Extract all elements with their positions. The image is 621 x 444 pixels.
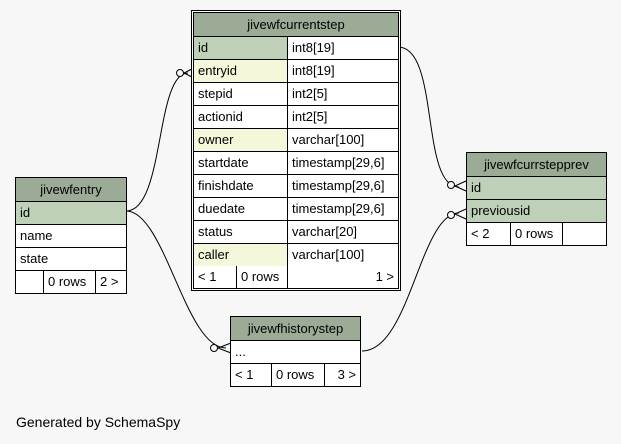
column-name: state bbox=[20, 251, 49, 266]
column-name: finishdate bbox=[194, 175, 288, 197]
table-row: finishdate timestamp[29,6] bbox=[194, 175, 398, 198]
table-footer: 0 rows 2 > bbox=[16, 271, 126, 293]
table-title: jivewfentry bbox=[16, 178, 126, 202]
table-footer: < 1 0 rows 3 > bbox=[231, 364, 360, 386]
column-name: id bbox=[194, 37, 288, 59]
table-footer: < 2 0 rows bbox=[467, 223, 606, 245]
table-jivewfcurrentstep[interactable]: jivewfcurrentstep id int8[19] entryid int8[… bbox=[191, 10, 401, 291]
optional-marker bbox=[176, 69, 184, 77]
table-row: status varchar[20] bbox=[194, 221, 398, 244]
column-type: varchar[100] bbox=[292, 247, 365, 262]
column-name: actionid bbox=[194, 106, 288, 128]
crowfoot-marker bbox=[217, 342, 232, 354]
table-row: previousid bbox=[467, 200, 606, 223]
column-type: timestamp[29,6] bbox=[292, 155, 385, 170]
table-footer: < 1 0 rows 1 > bbox=[194, 266, 398, 288]
row-count: 0 rows bbox=[272, 364, 325, 386]
edge-entry-to-currentstep bbox=[125, 72, 189, 212]
column-name: caller bbox=[194, 244, 288, 266]
column-name: name bbox=[20, 228, 53, 243]
table-row: state bbox=[16, 248, 126, 271]
table-row: id int8[19] bbox=[194, 37, 398, 60]
table-row: id bbox=[16, 202, 126, 225]
column-type: varchar[100] bbox=[292, 132, 365, 147]
table-row: name bbox=[16, 225, 126, 248]
table-row: stepid int2[5] bbox=[194, 83, 398, 106]
column-name: duedate bbox=[194, 198, 288, 220]
parents-count: < 2 bbox=[467, 223, 511, 245]
table-jivewfhistorystep[interactable]: jivewfhistorystep ... < 1 0 rows 3 > bbox=[230, 316, 361, 387]
parents-count: < 1 bbox=[231, 364, 272, 386]
column-name: ... bbox=[235, 344, 246, 359]
children-count: 3 > bbox=[337, 367, 356, 382]
column-type: int2[5] bbox=[292, 109, 328, 124]
table-title: jivewfcurrstepprev bbox=[467, 153, 606, 177]
column-name: stepid bbox=[194, 83, 288, 105]
column-type: varchar[20] bbox=[292, 224, 358, 239]
row-count: 0 rows bbox=[44, 271, 96, 293]
optional-marker bbox=[447, 211, 455, 219]
column-name: entryid bbox=[194, 60, 288, 82]
column-name: owner bbox=[194, 129, 288, 151]
column-name: status bbox=[194, 221, 288, 243]
edge-entry-to-historystep bbox=[125, 210, 227, 349]
column-type: timestamp[29,6] bbox=[292, 201, 385, 216]
table-row: id bbox=[467, 177, 606, 200]
table-row: duedate timestamp[29,6] bbox=[194, 198, 398, 221]
optional-marker bbox=[447, 181, 455, 189]
column-type: int2[5] bbox=[292, 86, 328, 101]
crowfoot-marker bbox=[454, 208, 467, 220]
table-row: ... bbox=[231, 341, 360, 364]
column-type: int8[19] bbox=[292, 40, 335, 55]
children-count bbox=[563, 223, 606, 245]
table-row: entryid int8[19] bbox=[194, 60, 398, 83]
table-row: actionid int2[5] bbox=[194, 106, 398, 129]
edge-currentstep-to-currstepprev bbox=[397, 46, 460, 188]
table-title: jivewfhistorystep bbox=[231, 317, 360, 341]
row-count: 0 rows bbox=[237, 266, 288, 288]
table-row: startdate timestamp[29,6] bbox=[194, 152, 398, 175]
column-type: timestamp[29,6] bbox=[292, 178, 385, 193]
row-count: 0 rows bbox=[511, 223, 563, 245]
parents-count: < 1 bbox=[194, 266, 237, 288]
column-name: startdate bbox=[194, 152, 288, 174]
table-jivewfcurrstepprev[interactable]: jivewfcurrstepprev id previousid < 2 0 r… bbox=[466, 152, 607, 246]
column-name: id bbox=[16, 202, 126, 224]
children-count: 2 > bbox=[100, 274, 119, 289]
optional-marker bbox=[210, 344, 218, 352]
table-row: caller varchar[100] bbox=[194, 244, 398, 266]
column-name: id bbox=[467, 177, 606, 199]
table-jivewfentry[interactable]: jivewfentry id name state 0 rows 2 > bbox=[15, 177, 127, 294]
column-type: int8[19] bbox=[292, 63, 335, 78]
column-name: previousid bbox=[467, 200, 606, 222]
generated-by-label: Generated by SchemaSpy bbox=[16, 414, 181, 430]
table-row: owner varchar[100] bbox=[194, 129, 398, 152]
edge-historystep-to-currstepprev bbox=[361, 212, 460, 352]
children-count: 1 > bbox=[375, 269, 394, 284]
table-title: jivewfcurrentstep bbox=[194, 13, 398, 37]
crowfoot-marker bbox=[454, 180, 467, 192]
parents-count bbox=[16, 271, 44, 293]
